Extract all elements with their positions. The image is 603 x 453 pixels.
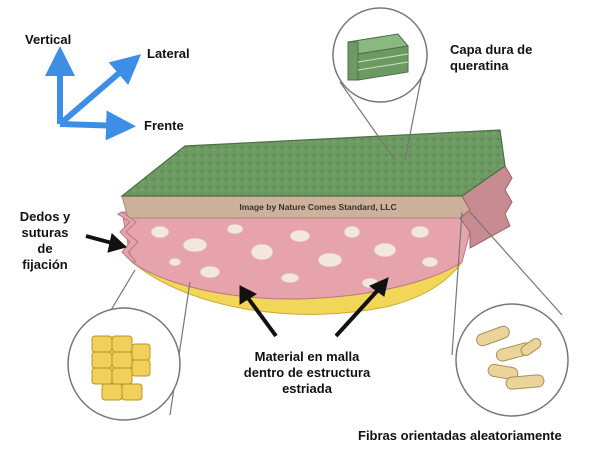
keratin-label-line2: queratina <box>450 58 532 74</box>
fingers-label-line3: de <box>9 241 81 257</box>
axis-label-front: Frente <box>144 118 184 134</box>
fingers-label-line4: fijación <box>9 257 81 273</box>
fingers-label: Dedos y suturas de fijación <box>9 209 81 273</box>
watermark-text: Image by Nature Comes Standard, LLC <box>239 202 396 212</box>
mesh-label-line2: dentro de estructura <box>232 365 382 381</box>
axis-label-vertical: Vertical <box>25 32 71 48</box>
fingers-pointer-arrow <box>86 234 126 252</box>
fibers-label: Fibras orientadas aleatoriamente <box>358 428 562 444</box>
fingers-label-line2: suturas <box>9 225 81 241</box>
keratin-label-line1: Capa dura de <box>450 42 532 58</box>
mesh-label-line1: Material en malla <box>232 349 382 365</box>
mesh-label-line3: estriada <box>232 381 382 397</box>
keratin-stack-icon <box>348 34 408 80</box>
axis-label-lateral: Lateral <box>147 46 190 62</box>
axis-arrows-icon <box>60 58 132 126</box>
keratin-top-layer <box>122 130 505 196</box>
mesh-label: Material en malla dentro de estructura e… <box>232 349 382 397</box>
keratin-label: Capa dura de queratina <box>450 42 532 74</box>
fingers-label-line1: Dedos y <box>9 209 81 225</box>
